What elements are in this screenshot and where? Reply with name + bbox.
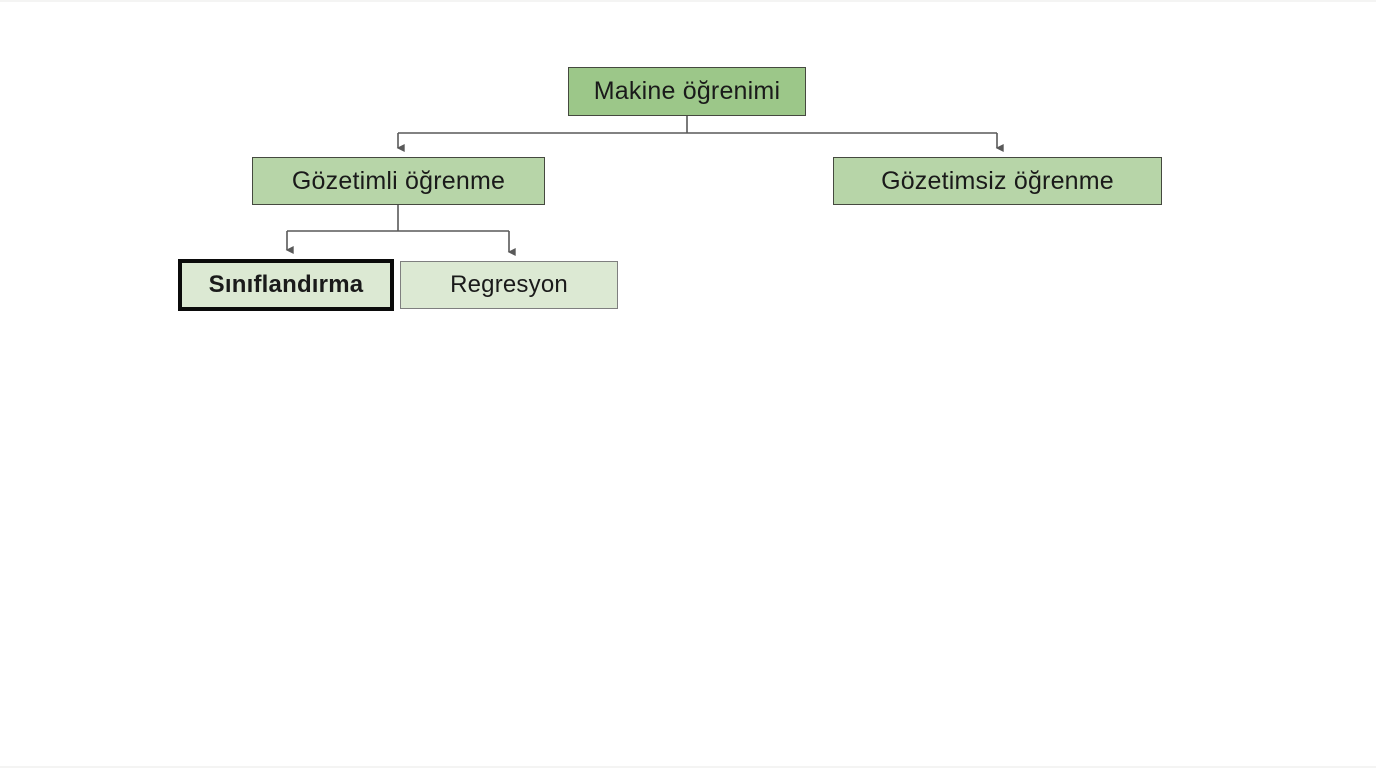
- node-supervised-learning: Gözetimli öğrenme: [252, 157, 545, 205]
- node-unsupervised-learning: Gözetimsiz öğrenme: [833, 157, 1162, 205]
- node-unsupervised-learning-label: Gözetimsiz öğrenme: [881, 166, 1114, 195]
- frame-edge-top: [0, 0, 1376, 2]
- node-supervised-learning-label: Gözetimli öğrenme: [291, 166, 506, 195]
- node-regression: Regresyon: [400, 261, 618, 309]
- node-classification-label: Sınıflandırma: [208, 271, 364, 298]
- frame-edge-bottom: [0, 766, 1376, 768]
- node-machine-learning: Makine öğrenimi: [568, 67, 806, 116]
- node-regression-label: Regresyon: [450, 271, 568, 298]
- node-classification: Sınıflandırma: [178, 259, 394, 311]
- node-machine-learning-label: Makine öğrenimi: [593, 77, 781, 105]
